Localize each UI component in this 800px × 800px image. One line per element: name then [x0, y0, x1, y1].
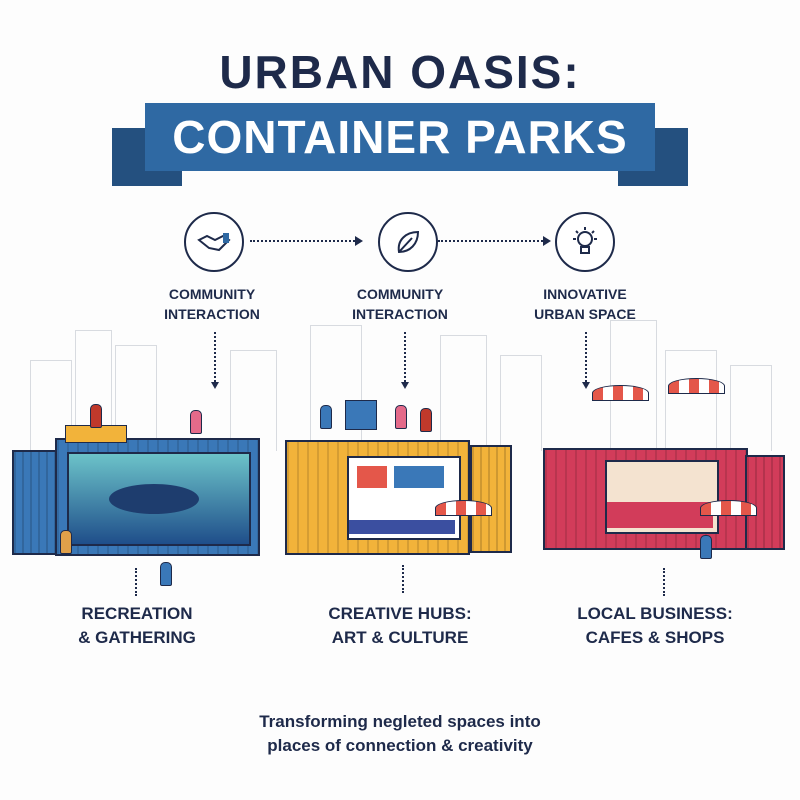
painting [357, 466, 387, 488]
umbrella [700, 500, 757, 516]
step-label-3: INNOVATIVE URBAN SPACE [495, 284, 675, 324]
umbrella [668, 378, 725, 394]
recreation-container [55, 438, 260, 556]
person-icon [60, 530, 72, 554]
container-door [12, 450, 57, 555]
person-icon [420, 408, 432, 432]
step-label-line: COMMUNITY [168, 286, 256, 302]
person-icon [395, 405, 407, 429]
person-icon [190, 410, 202, 434]
umbrella [435, 500, 492, 516]
floor [349, 520, 455, 534]
cafe-container [543, 448, 748, 550]
person-icon [90, 404, 102, 428]
arrowhead-icon [211, 382, 219, 389]
whale-icon [109, 484, 199, 514]
arrowhead-icon [543, 236, 551, 246]
step-label-line: URBAN SPACE [534, 306, 636, 322]
person-icon [160, 562, 172, 586]
counter [607, 502, 713, 528]
step-label-line: INTERACTION [164, 306, 260, 322]
title-line1: URBAN OASIS: [219, 46, 581, 98]
tagline-line: Transforming negleted spaces into [259, 712, 541, 731]
container-label-line: RECREATION [81, 604, 193, 623]
container-label-line: LOCAL BUSINESS: [577, 604, 733, 623]
down-arrow-2 [404, 332, 406, 382]
double-arrow-2 [402, 565, 404, 593]
tagline-line: places of connection & creativity [267, 736, 533, 755]
step-label-line: COMMUNITY [356, 286, 444, 302]
gallery-interior [347, 456, 461, 540]
container-label-line: & GATHERING [78, 628, 196, 647]
step-label-line: INTERACTION [352, 306, 448, 322]
umbrella [592, 385, 649, 401]
person-icon [320, 405, 332, 429]
flow-arrow-1 [250, 240, 355, 242]
person-icon [700, 535, 712, 559]
step-label-1: COMMUNITY INTERACTION [122, 284, 302, 324]
double-arrow-3 [663, 568, 665, 596]
double-arrow-1 [135, 568, 137, 596]
arrowhead-icon [401, 382, 409, 389]
arrowhead-icon [582, 382, 590, 389]
lightbulb-icon [555, 212, 615, 272]
leaf-icon [378, 212, 438, 272]
container-label-line: ART & CULTURE [331, 628, 469, 647]
canvas-easel [345, 400, 377, 430]
down-arrow-1 [214, 332, 216, 382]
down-arrow-3 [585, 332, 587, 382]
handshake-icon [184, 212, 244, 272]
whale-mural [67, 452, 251, 546]
container-label-3: LOCAL BUSINESS: CAFES & SHOPS [545, 602, 765, 650]
container-label-line: CREATIVE HUBS: [328, 604, 472, 623]
cafe-counter [605, 460, 719, 534]
arrowhead-icon [355, 236, 363, 246]
container-door [470, 445, 512, 553]
step-label-2: COMMUNITY INTERACTION [310, 284, 490, 324]
tagline: Transforming negleted spaces into places… [0, 710, 800, 758]
flow-arrow-2 [438, 240, 543, 242]
container-label-2: CREATIVE HUBS: ART & CULTURE [290, 602, 510, 650]
painting [394, 466, 444, 488]
step-label-line: INNOVATIVE [543, 286, 627, 302]
container-label-line: CAFES & SHOPS [585, 628, 725, 647]
creative-container [285, 440, 470, 555]
container-label-1: RECREATION & GATHERING [27, 602, 247, 650]
title-banner: CONTAINER PARKS [145, 103, 655, 171]
